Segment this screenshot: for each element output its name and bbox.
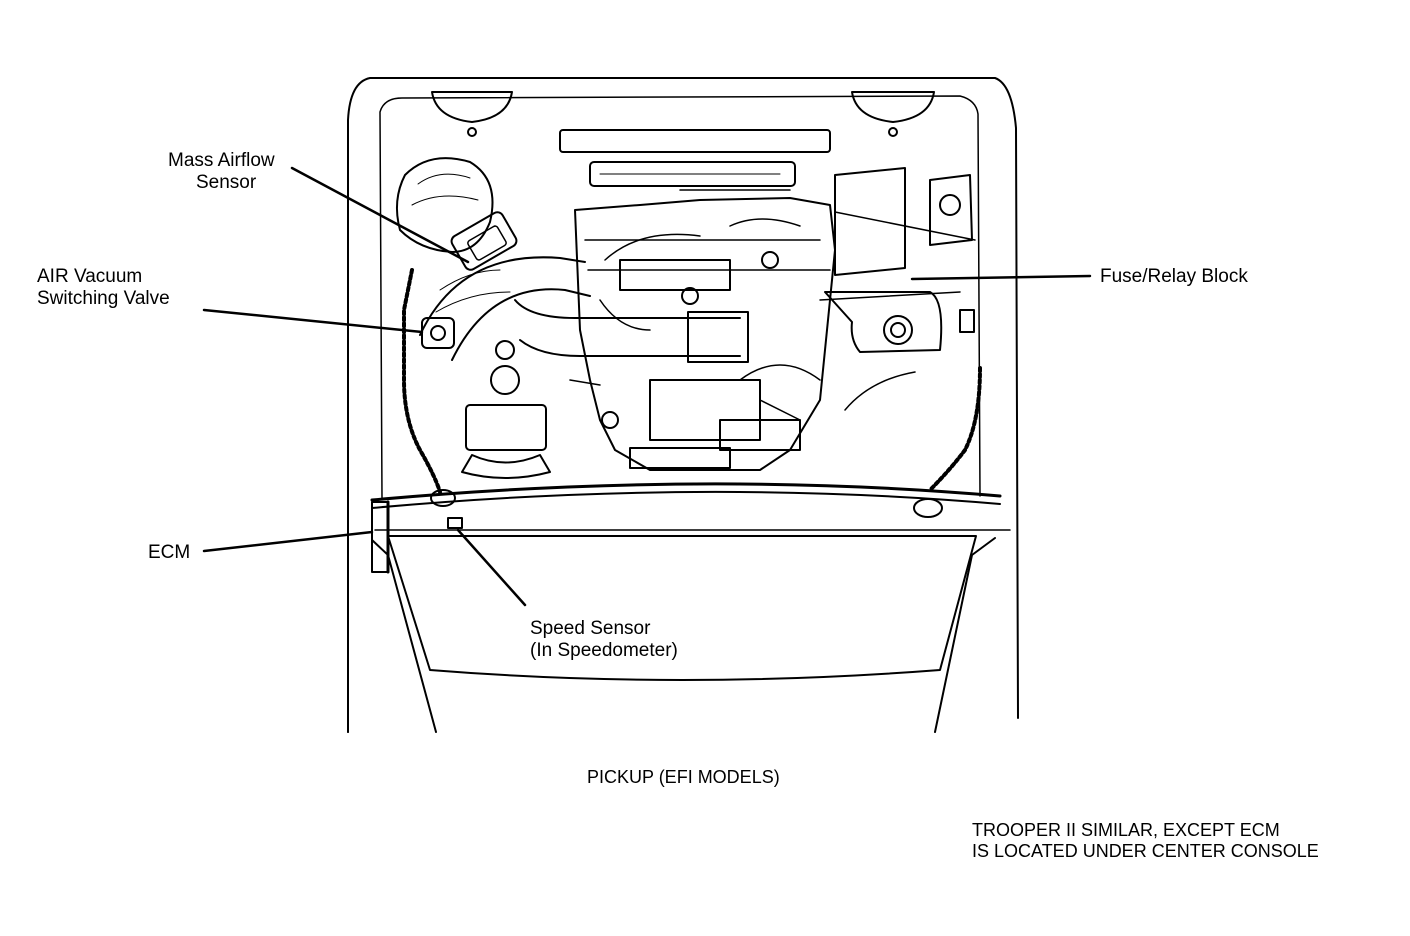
mass-airflow-label-line1: Mass Airflow (168, 150, 275, 171)
strut-tower-right (913, 498, 943, 518)
engine-block (569, 189, 836, 471)
leader-mass-airflow (290, 166, 470, 264)
battery-bracket (834, 167, 976, 276)
fuse-relay-label: Fuse/Relay Block (1100, 266, 1248, 287)
wire-harness-left (402, 268, 442, 494)
air-vacuum-label-line2: Switching Valve (37, 288, 170, 309)
ecm-module (371, 500, 390, 574)
intake-duct (419, 256, 591, 361)
cowl-panel (370, 482, 1002, 509)
diagram-caption: PICKUP (EFI MODELS) (587, 767, 780, 787)
vehicle-body-outline (347, 77, 1019, 733)
speed-sensor-label: Speed Sensor (In Speedometer) (530, 618, 678, 662)
speed-sensor-label-line2: (In Speedometer) (530, 640, 678, 661)
intake-pipe (514, 299, 749, 363)
leader-air-vacuum (202, 308, 424, 334)
strut-tower-left (430, 489, 456, 507)
ecm-label: ECM (148, 542, 191, 563)
speed-sensor-label-line1: Speed Sensor (530, 618, 651, 639)
speed-sensor-part (447, 517, 463, 529)
trooper-note-line2: IS LOCATED UNDER CENTER CONSOLE (972, 841, 1319, 861)
leader-speed-sensor (456, 528, 527, 607)
windshield-outline (387, 535, 977, 681)
headlight-right (851, 91, 935, 137)
radiator-support (559, 129, 831, 187)
headlight-left (431, 91, 513, 137)
air-vacuum-label-line1: AIR Vacuum (37, 266, 143, 287)
mass-airflow-sensor-part (450, 211, 518, 271)
trooper-note: TROOPER II SIMILAR, EXCEPT ECM IS LOCATE… (972, 820, 1319, 862)
mass-airflow-label: Mass Airflow Sensor (168, 150, 275, 194)
leader-lines (202, 166, 1092, 607)
mass-airflow-label-line2: Sensor (196, 172, 257, 193)
wire-harness-right (928, 366, 982, 492)
booster-reservoir (461, 340, 551, 479)
air-vacuum-label: AIR Vacuum Switching Valve (37, 266, 170, 310)
trooper-note-line1: TROOPER II SIMILAR, EXCEPT ECM (972, 820, 1280, 840)
leader-ecm (202, 530, 374, 553)
air-cleaner-housing (395, 157, 494, 253)
right-side-components (819, 291, 975, 411)
leader-fuse-relay (910, 274, 1092, 281)
